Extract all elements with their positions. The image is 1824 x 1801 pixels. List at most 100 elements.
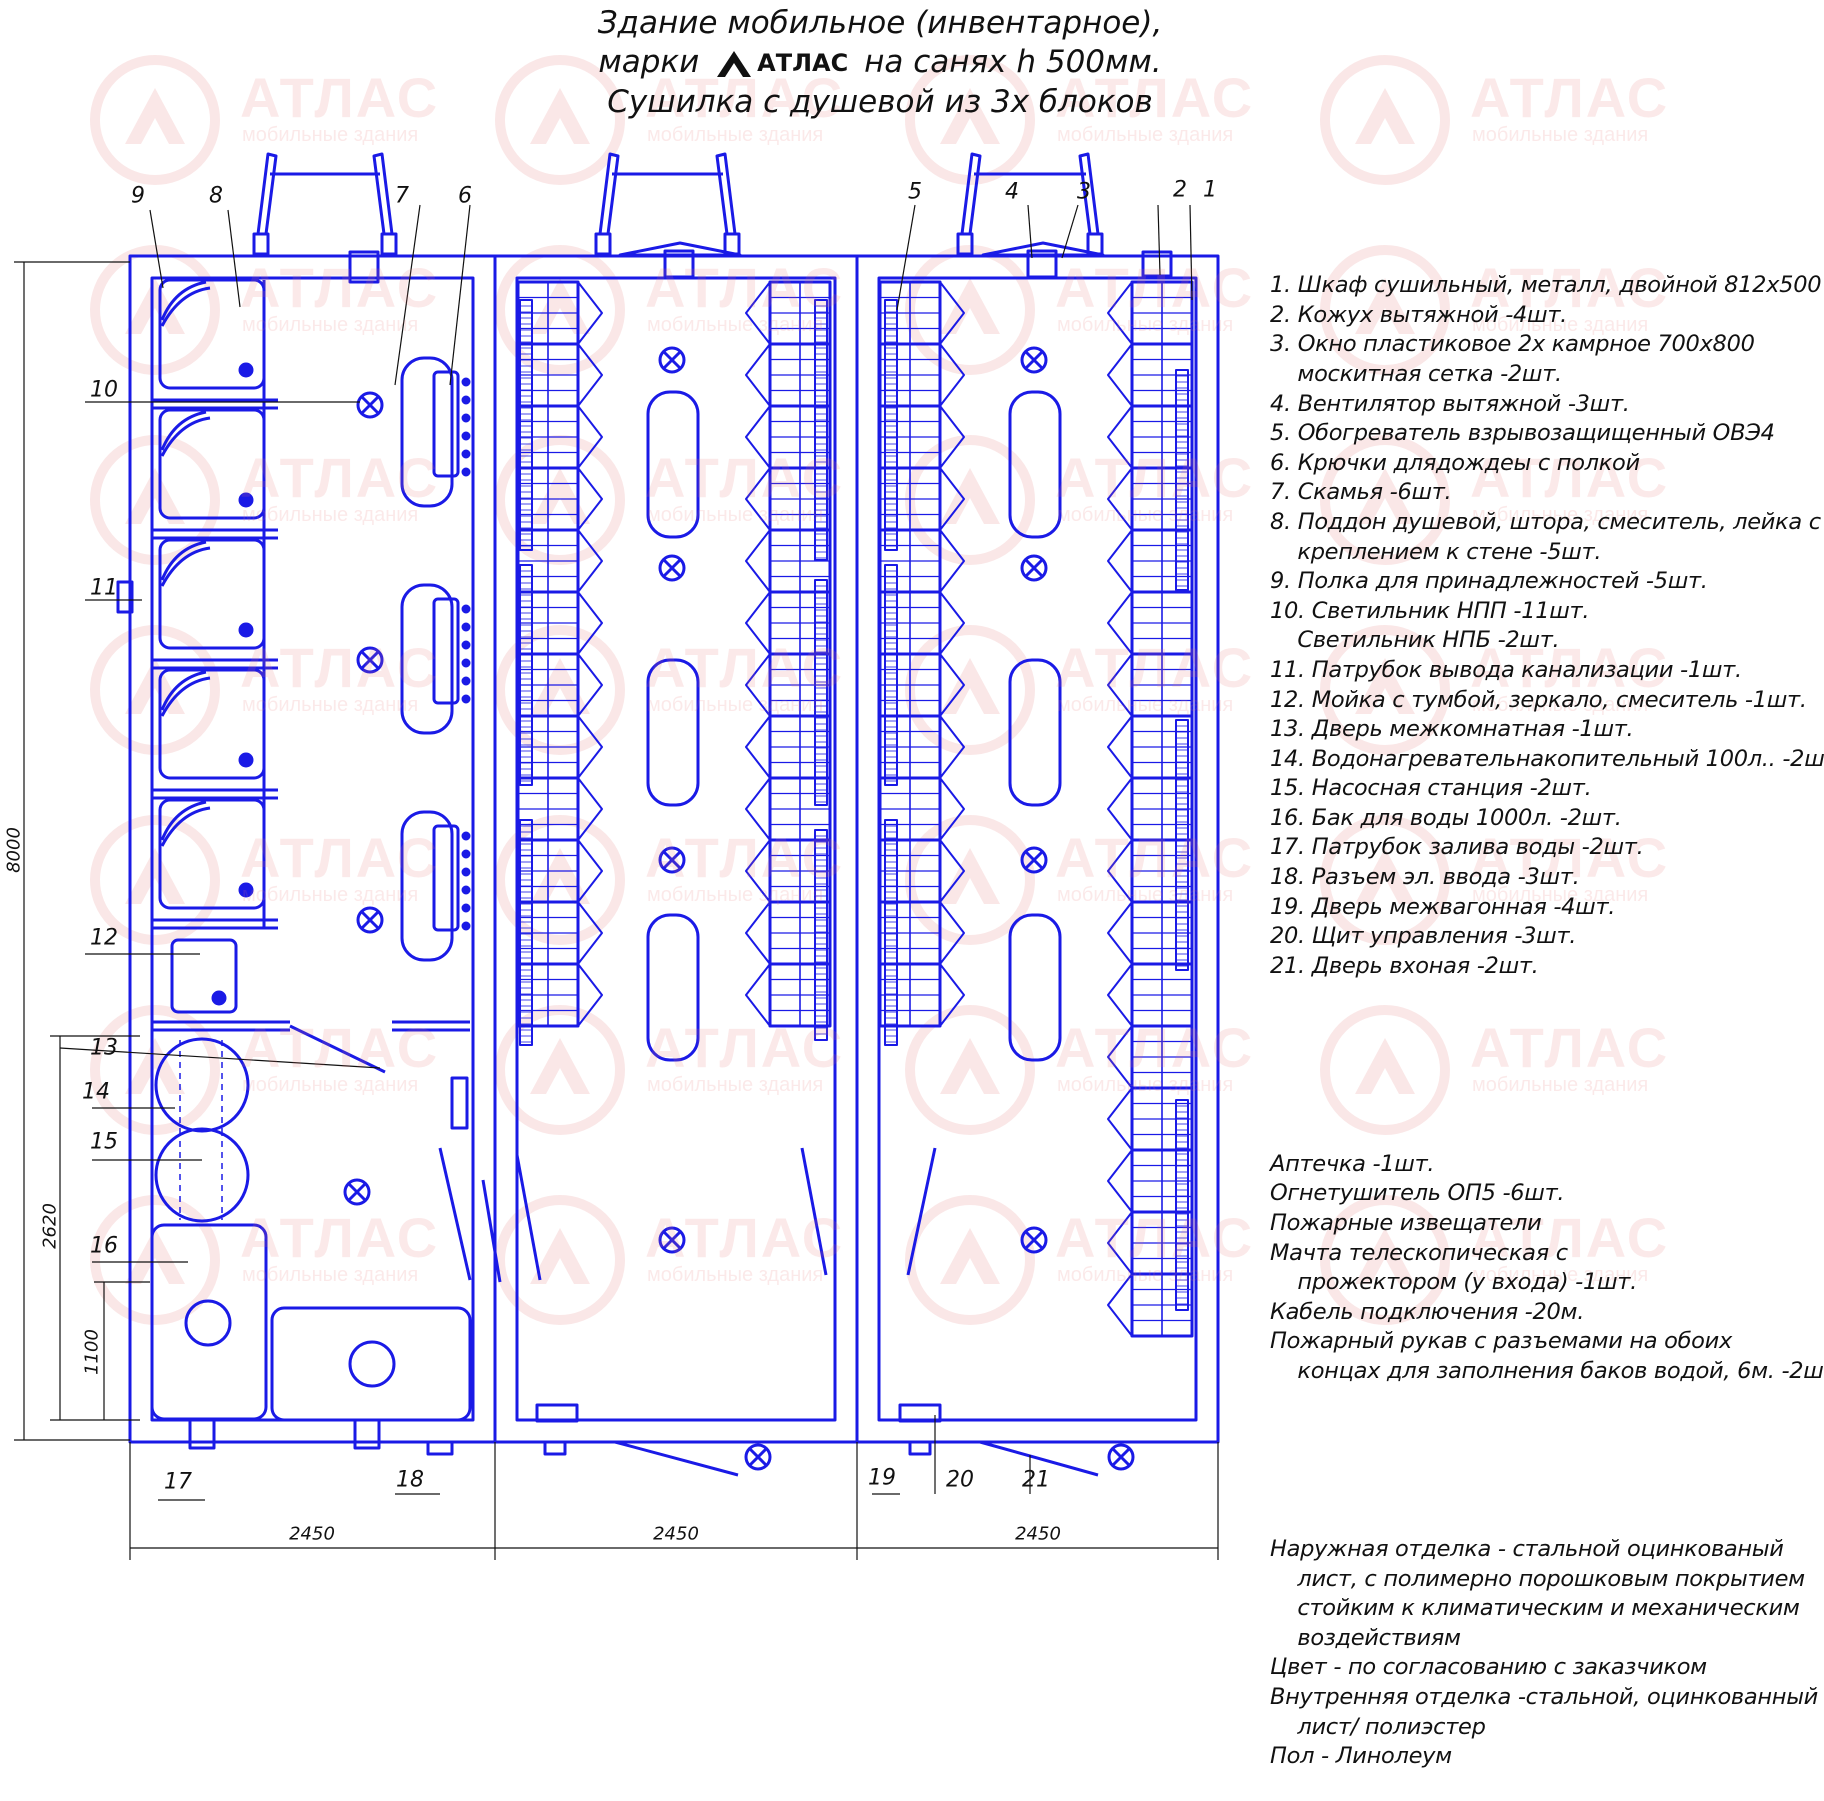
legend-line: Светильник НПБ -2шт. [1270, 627, 1560, 654]
legend-line: 14. Водонагревательнакопительный 100л.. … [1270, 745, 1824, 772]
watermark-logo-icon [1355, 658, 1415, 714]
legend-line: 10. Светильник НПП -11шт. [1270, 597, 1590, 624]
title-line-1: Здание мобильное (инвентарное), [597, 5, 1163, 41]
cabinet-door-swing [577, 591, 603, 655]
sink-drain-icon [211, 990, 227, 1006]
legend-line: концах для заполнения баков водой, 6м. -… [1270, 1357, 1824, 1384]
bench [400, 356, 454, 508]
watermark-logo-icon [1355, 1228, 1415, 1284]
watermark-ring [495, 1195, 625, 1325]
callout-leader [59, 1047, 381, 1069]
watermark-ring [495, 435, 625, 565]
dimension-block-width-3: 2450 [1015, 1523, 1061, 1545]
watermark-ring [905, 1195, 1035, 1325]
callout-7: 7 [395, 183, 409, 209]
watermark-logo-icon [1355, 1038, 1415, 1094]
heater-ove4 [884, 299, 898, 551]
lamp-icon [360, 395, 380, 415]
cabinet-door-swing [745, 777, 771, 841]
atlas-logo: АТЛАС [715, 44, 848, 83]
watermark-ring [1320, 245, 1450, 375]
electrical-panel [450, 1076, 469, 1130]
hook-icon [461, 867, 471, 877]
lamp-icon [1020, 1226, 1048, 1254]
cabinet-door-swing [577, 777, 603, 841]
watermark-ring [90, 1195, 220, 1325]
lamp-icon [662, 850, 682, 870]
watermark-logo-icon [530, 278, 590, 334]
shower-drain-icon [238, 492, 254, 508]
cabinet-door-swing [1107, 901, 1133, 965]
callout-leader [1061, 204, 1079, 259]
lamp-icon [356, 646, 384, 674]
cabinet-door-swing [745, 901, 771, 965]
watermark-ring [90, 1005, 220, 1135]
legend-line: Пожарные извещатели [1270, 1210, 1542, 1236]
cabinet-door-swing [745, 281, 771, 345]
entrance-door-21 [614, 1440, 739, 1477]
cabinet-door-swing [745, 963, 771, 1027]
cabinet-door-swing [939, 777, 965, 841]
cabinet-door-swing [577, 405, 603, 469]
cabinet-door-swing [745, 715, 771, 779]
hook-icon [461, 413, 471, 423]
cabinet-door-swing [1107, 405, 1133, 469]
callout-18: 18 [396, 1467, 424, 1493]
stair-rail [598, 152, 620, 235]
legend-line: Огнетушитель ОП5 -6шт. [1270, 1180, 1565, 1207]
water-inlet-pipe-17 [353, 1418, 381, 1450]
hook-icon [461, 377, 471, 387]
hook-icon [461, 449, 471, 459]
lamp-icon [360, 650, 380, 670]
legend-line: 20. Щит управления -3шт. [1270, 923, 1577, 950]
stair-rail [715, 152, 737, 235]
shower-curtain [160, 800, 207, 841]
legend-line: 12. Мойка с тумбой, зеркало, смеситель -… [1270, 686, 1807, 713]
callout-3: 3 [1077, 179, 1091, 205]
cabinet-door-swing [577, 529, 603, 593]
watermark-ring [1320, 1195, 1450, 1325]
callout-leader [394, 204, 421, 386]
watermark-logo-icon [1355, 848, 1415, 904]
shower-curtain [160, 416, 211, 457]
lamp-icon [1024, 350, 1044, 370]
heater-ove4 [1175, 719, 1189, 971]
water-tank-2 [270, 1306, 472, 1422]
watermark-logo-icon [530, 1228, 590, 1284]
shower-curtain [160, 540, 207, 581]
dimension-overall-length: 8000 [3, 827, 25, 873]
watermark-ring [495, 55, 625, 185]
cabinet-door-swing [577, 281, 603, 345]
tank-hatch-icon [184, 1299, 232, 1347]
legend-line: креплением к стене -5шт. [1270, 538, 1602, 565]
watermark-logo-icon [1355, 88, 1415, 144]
exhaust-fan [1026, 249, 1058, 279]
watermark-ring [905, 1005, 1035, 1135]
watermark-ring [1320, 625, 1450, 755]
legend-line: 11. Патрубок вывода канализации -1шт. [1270, 656, 1742, 683]
watermark-logo-icon [530, 1038, 590, 1094]
lamp-icon [1020, 346, 1048, 374]
hook-icon [461, 921, 471, 931]
dimension-section-b: 1100 [81, 1329, 103, 1375]
heater-ove4 [519, 564, 533, 786]
callout-10: 10 [90, 377, 118, 403]
cabinet-door-swing [1107, 1087, 1133, 1151]
dimension-block-width-2: 2450 [653, 1523, 699, 1545]
watermark-ring [1320, 1005, 1450, 1135]
window-frame [618, 241, 742, 257]
power-connector-18 [543, 1440, 567, 1456]
callout-leader [896, 204, 916, 311]
legend-line: Пол - Линолеум [1270, 1743, 1452, 1770]
cabinet-door-swing [939, 529, 965, 593]
watermark-ring [495, 625, 625, 755]
callout-13: 13 [90, 1035, 118, 1061]
floor-plan-drawing [14, 55, 1450, 1560]
hook-icon [461, 885, 471, 895]
water-heater-tank [154, 1037, 250, 1133]
hook-icon [461, 676, 471, 686]
legend-line: лист/ полиэстер [1270, 1713, 1486, 1740]
watermark-logo-icon [1355, 278, 1415, 334]
drawing-title: Здание мобильное (инвентарное), марки АТ… [520, 4, 1240, 122]
watermark-ring [90, 625, 220, 755]
